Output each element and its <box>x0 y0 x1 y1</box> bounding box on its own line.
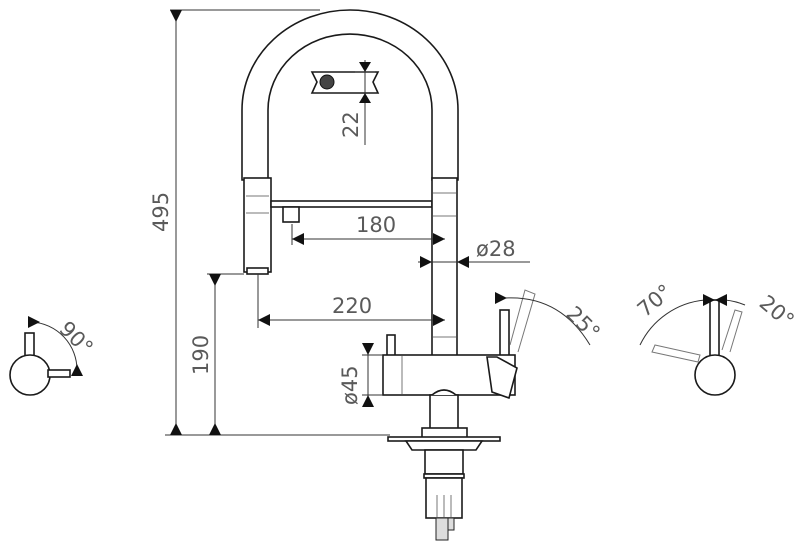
side-left-angle-label: 90° <box>54 317 97 360</box>
spray-bar <box>270 200 433 208</box>
body-diameter-dimension: ø45 <box>338 343 383 407</box>
hose-dimension-label: 22 <box>339 111 363 138</box>
side-view-left: 90° <box>9 316 98 396</box>
hose-detail: 22 <box>310 60 380 145</box>
spout-reach-label: 220 <box>332 294 372 318</box>
lever-angle-dimension: 25° <box>495 292 605 346</box>
side-view-right: 70° 20° <box>633 280 799 396</box>
nozzle <box>282 206 300 223</box>
mounting-base <box>387 427 501 541</box>
column-diameter-dimension: ø28 <box>418 237 530 268</box>
spout-height-label: 190 <box>189 335 213 375</box>
body-diameter-label: ø45 <box>338 365 362 405</box>
spout-height-dimension: 190 <box>189 273 244 435</box>
side-back-angle-label: 20° <box>755 290 799 332</box>
tap-body <box>382 289 536 436</box>
spray-reach-dimension: 180 <box>291 213 445 245</box>
column-diameter-label: ø28 <box>476 237 516 261</box>
side-forward-angle-label: 70° <box>633 280 677 322</box>
spout-reach-dimension: 220 <box>257 274 445 328</box>
gooseneck-spout <box>241 9 459 181</box>
total-height-label: 495 <box>149 192 173 232</box>
total-height-dimension: 495 <box>149 9 390 436</box>
lever-angle-label: 25° <box>561 302 604 345</box>
spray-reach-label: 180 <box>356 213 396 237</box>
column <box>431 177 458 359</box>
spray-head <box>243 177 272 275</box>
